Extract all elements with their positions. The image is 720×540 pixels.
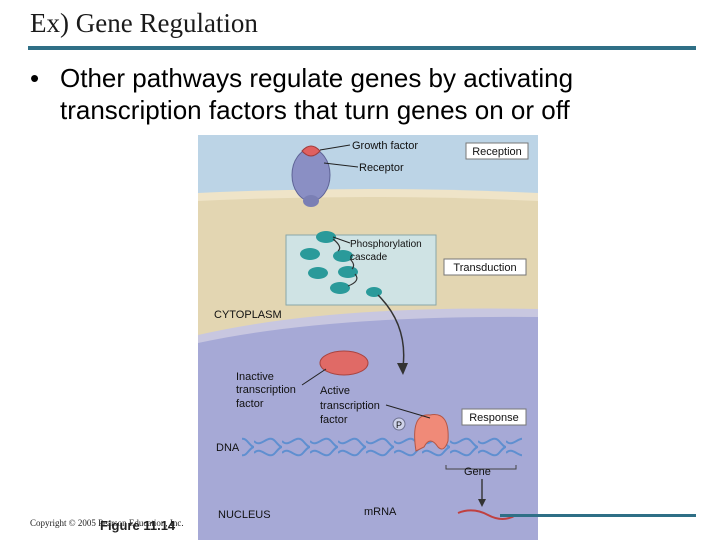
inactive-label-1: Inactive xyxy=(236,371,274,383)
gene-label: Gene xyxy=(464,466,491,478)
growth-factor-label: Growth factor xyxy=(352,140,418,152)
mrna-strand xyxy=(457,509,517,520)
cytoplasm-label: CYTOPLASM xyxy=(214,309,282,321)
nucleus-label: NUCLEUS xyxy=(218,509,271,521)
receptor-stem xyxy=(303,195,319,207)
inactive-factor-shape xyxy=(319,350,369,376)
kinase-6 xyxy=(330,282,350,294)
copyright-notice: Copyright © 2005 Pearson Education, Inc. xyxy=(30,518,184,528)
inactive-label-3: factor xyxy=(236,398,264,410)
slide-title: Ex) Gene Regulation xyxy=(30,8,258,38)
transduction-label: Transduction xyxy=(453,262,516,274)
kinase-4 xyxy=(308,267,328,279)
dna-label: DNA xyxy=(216,442,240,454)
nucleus-region xyxy=(198,316,538,540)
phosphate-group xyxy=(392,417,406,431)
cascade-arrow-2 xyxy=(349,258,355,270)
transduction-box xyxy=(443,258,527,276)
dna-helix xyxy=(242,437,522,461)
cascade-arrow-3 xyxy=(347,273,358,287)
footer-rule xyxy=(500,514,696,517)
inactive-label-2: transcription xyxy=(236,384,296,396)
figure-label: Figure 11.14 xyxy=(100,518,176,533)
reception-label: Reception xyxy=(472,146,522,158)
phosphorylation-label-1: Phosphorylation xyxy=(350,239,422,250)
response-label: Response xyxy=(469,412,519,424)
active-factor-shape xyxy=(414,414,449,452)
signal-arrow xyxy=(377,294,405,368)
active-label-1: Active xyxy=(320,385,350,397)
kinase-1 xyxy=(316,231,336,243)
kinase-2 xyxy=(300,248,320,260)
kinase-3 xyxy=(333,250,353,262)
inactive-factor-leader xyxy=(301,368,327,386)
phosphate-label: P xyxy=(396,420,402,430)
kinase-5 xyxy=(338,266,358,278)
bullet-marker: • xyxy=(30,63,40,93)
receptor-leader xyxy=(323,162,359,168)
response-box xyxy=(461,408,527,426)
title-rule xyxy=(28,46,696,50)
kinase-7 xyxy=(366,287,382,297)
reception-box xyxy=(465,142,529,160)
growth-factor-leader xyxy=(319,144,351,151)
receptor-label: Receptor xyxy=(359,162,404,174)
active-label-3: factor xyxy=(320,414,348,426)
signal-pathway-diagram: Growth factor Receptor Reception Phospho… xyxy=(198,135,538,540)
cascade-arrow-1 xyxy=(332,238,341,252)
signal-arrowhead xyxy=(397,363,408,375)
bullet-text: Other pathways regulate genes by activat… xyxy=(60,63,574,125)
growth-factor-shape xyxy=(301,145,321,157)
phosphorylation-label-2: cascade xyxy=(350,252,388,263)
receptor-shape xyxy=(291,148,331,202)
mrna-label: mRNA xyxy=(364,506,397,518)
active-label-2: transcription xyxy=(320,400,380,412)
phosphorylation-leader xyxy=(332,236,351,244)
active-factor-leader xyxy=(385,404,431,419)
gene-bracket xyxy=(445,465,517,470)
mrna-arrowhead xyxy=(478,499,486,507)
